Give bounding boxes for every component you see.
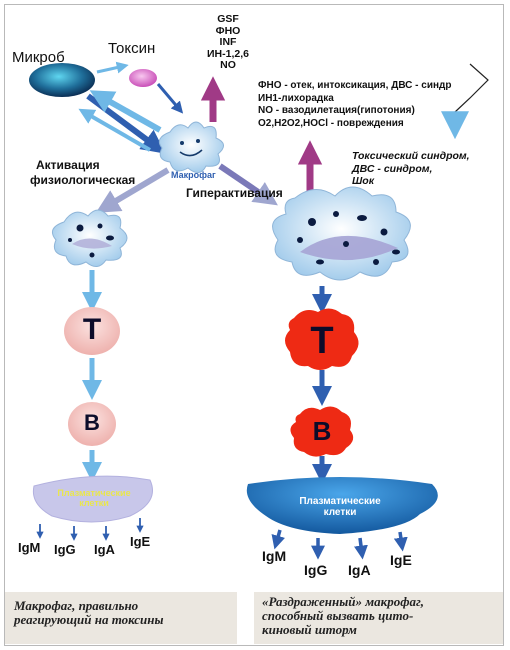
arrow-macrophage-to-microbe-2: [78, 108, 151, 152]
right-plasma-cells: [246, 477, 438, 534]
microbe-shape: [29, 63, 95, 97]
cytokine-item: INF: [219, 36, 237, 48]
macrophage-label: Макрофаг: [171, 170, 216, 180]
right-b-cell: [290, 406, 354, 457]
left-plasma-line-2: клетки: [79, 498, 109, 508]
left-plasma-line-1: Плазматические: [57, 488, 131, 498]
activation-label: Активация физиологическая: [30, 158, 135, 188]
arrow-right-igm: [271, 529, 286, 550]
effect-item: O2,H2O2,HOCl - повреждения: [258, 117, 404, 129]
right-caption-line-3: киновый шторм: [262, 622, 357, 637]
macrophage-cell: [158, 121, 224, 173]
arrow-to-physiological: [95, 167, 170, 213]
right-caption-line-1: «Раздраженный» макрофаг,: [262, 594, 425, 609]
right-caption-line-2: способный вызвать цито-: [262, 608, 414, 623]
cytokine-item: NO: [220, 59, 236, 71]
cytokine-item: ИН-1,2,6: [207, 47, 249, 60]
left-igg: IgG: [54, 542, 76, 557]
left-ige: IgE: [130, 534, 151, 549]
right-plasma-label: Плазматические клетки: [292, 496, 388, 518]
right-t-label: T: [310, 320, 334, 362]
effects-list: ФНО - отек, интоксикация, ДВС - синдр ИН…: [258, 80, 451, 130]
left-igm: IgM: [18, 540, 41, 555]
effects-bracket: [454, 63, 489, 113]
arrow-to-hyperactivation: [218, 163, 278, 206]
left-plasma-label: Плазматические клетки: [52, 488, 136, 508]
left-caption-line-2: реагирующий на токсины: [14, 612, 164, 627]
left-b-cell: [68, 402, 116, 446]
right-caption: «Раздраженный» макрофаг, способный вызва…: [262, 595, 424, 637]
right-plasma-line-1: Плазматические: [299, 496, 381, 507]
right-plasma-line-2: клетки: [323, 507, 357, 518]
left-plasma-cells: [32, 475, 153, 523]
outcome-item: Шок: [352, 175, 375, 187]
cytokine-item: GSF: [217, 13, 239, 25]
arrow-macrophage-to-microbe-1: [89, 90, 162, 133]
right-iga: IgA: [348, 562, 371, 578]
outcome-list: Токсический синдром, ДВС - синдром, Шок: [352, 150, 470, 188]
outcome-item: Токсический синдром,: [352, 150, 470, 162]
effect-item: ФНО - отек, интоксикация, ДВС - синдр: [258, 80, 452, 91]
activation-line-2: физиологическая: [30, 173, 136, 187]
left-caption: Макрофаг, правильно реагирующий на токси…: [14, 599, 164, 627]
cytokine-list: GSF ФНО INF ИН-1,2,6 NO: [198, 13, 258, 72]
left-caption-box: [5, 592, 237, 644]
right-ige: IgE: [390, 552, 412, 568]
left-b-label: B: [84, 410, 100, 435]
effect-item: NO - вазодилетация(гипотония): [258, 105, 415, 116]
right-igg: IgG: [304, 562, 328, 578]
toxin-shape: [129, 69, 157, 87]
right-macrophage-cell: [272, 186, 411, 281]
arrow-toxin-to-macrophage: [156, 83, 184, 114]
right-igm: IgM: [262, 548, 287, 564]
hyperactivation-label: Гиперактивация: [186, 186, 283, 200]
cytokine-item: ФНО: [215, 24, 241, 37]
activation-line-1: Активация: [36, 158, 100, 172]
right-t-cell: [285, 308, 359, 370]
right-b-label: B: [312, 416, 332, 446]
right-caption-box: [254, 592, 503, 644]
left-t-label: T: [82, 313, 102, 346]
outcome-item: ДВС - синдром,: [352, 162, 433, 175]
microbe-label: Микроб: [12, 49, 65, 66]
left-macrophage-cell: [51, 209, 128, 267]
arrow-right-iga: [354, 537, 368, 560]
toxin-label: Токсин: [108, 40, 156, 57]
arrow-microbe-to-toxin: [96, 61, 129, 74]
left-caption-line-1: Макрофаг, правильно: [14, 598, 139, 613]
left-iga: IgA: [94, 542, 115, 557]
effect-item: ИН1-лихорадка: [258, 92, 334, 104]
left-t-cell: [64, 307, 120, 355]
arrow-right-ige: [393, 531, 408, 552]
